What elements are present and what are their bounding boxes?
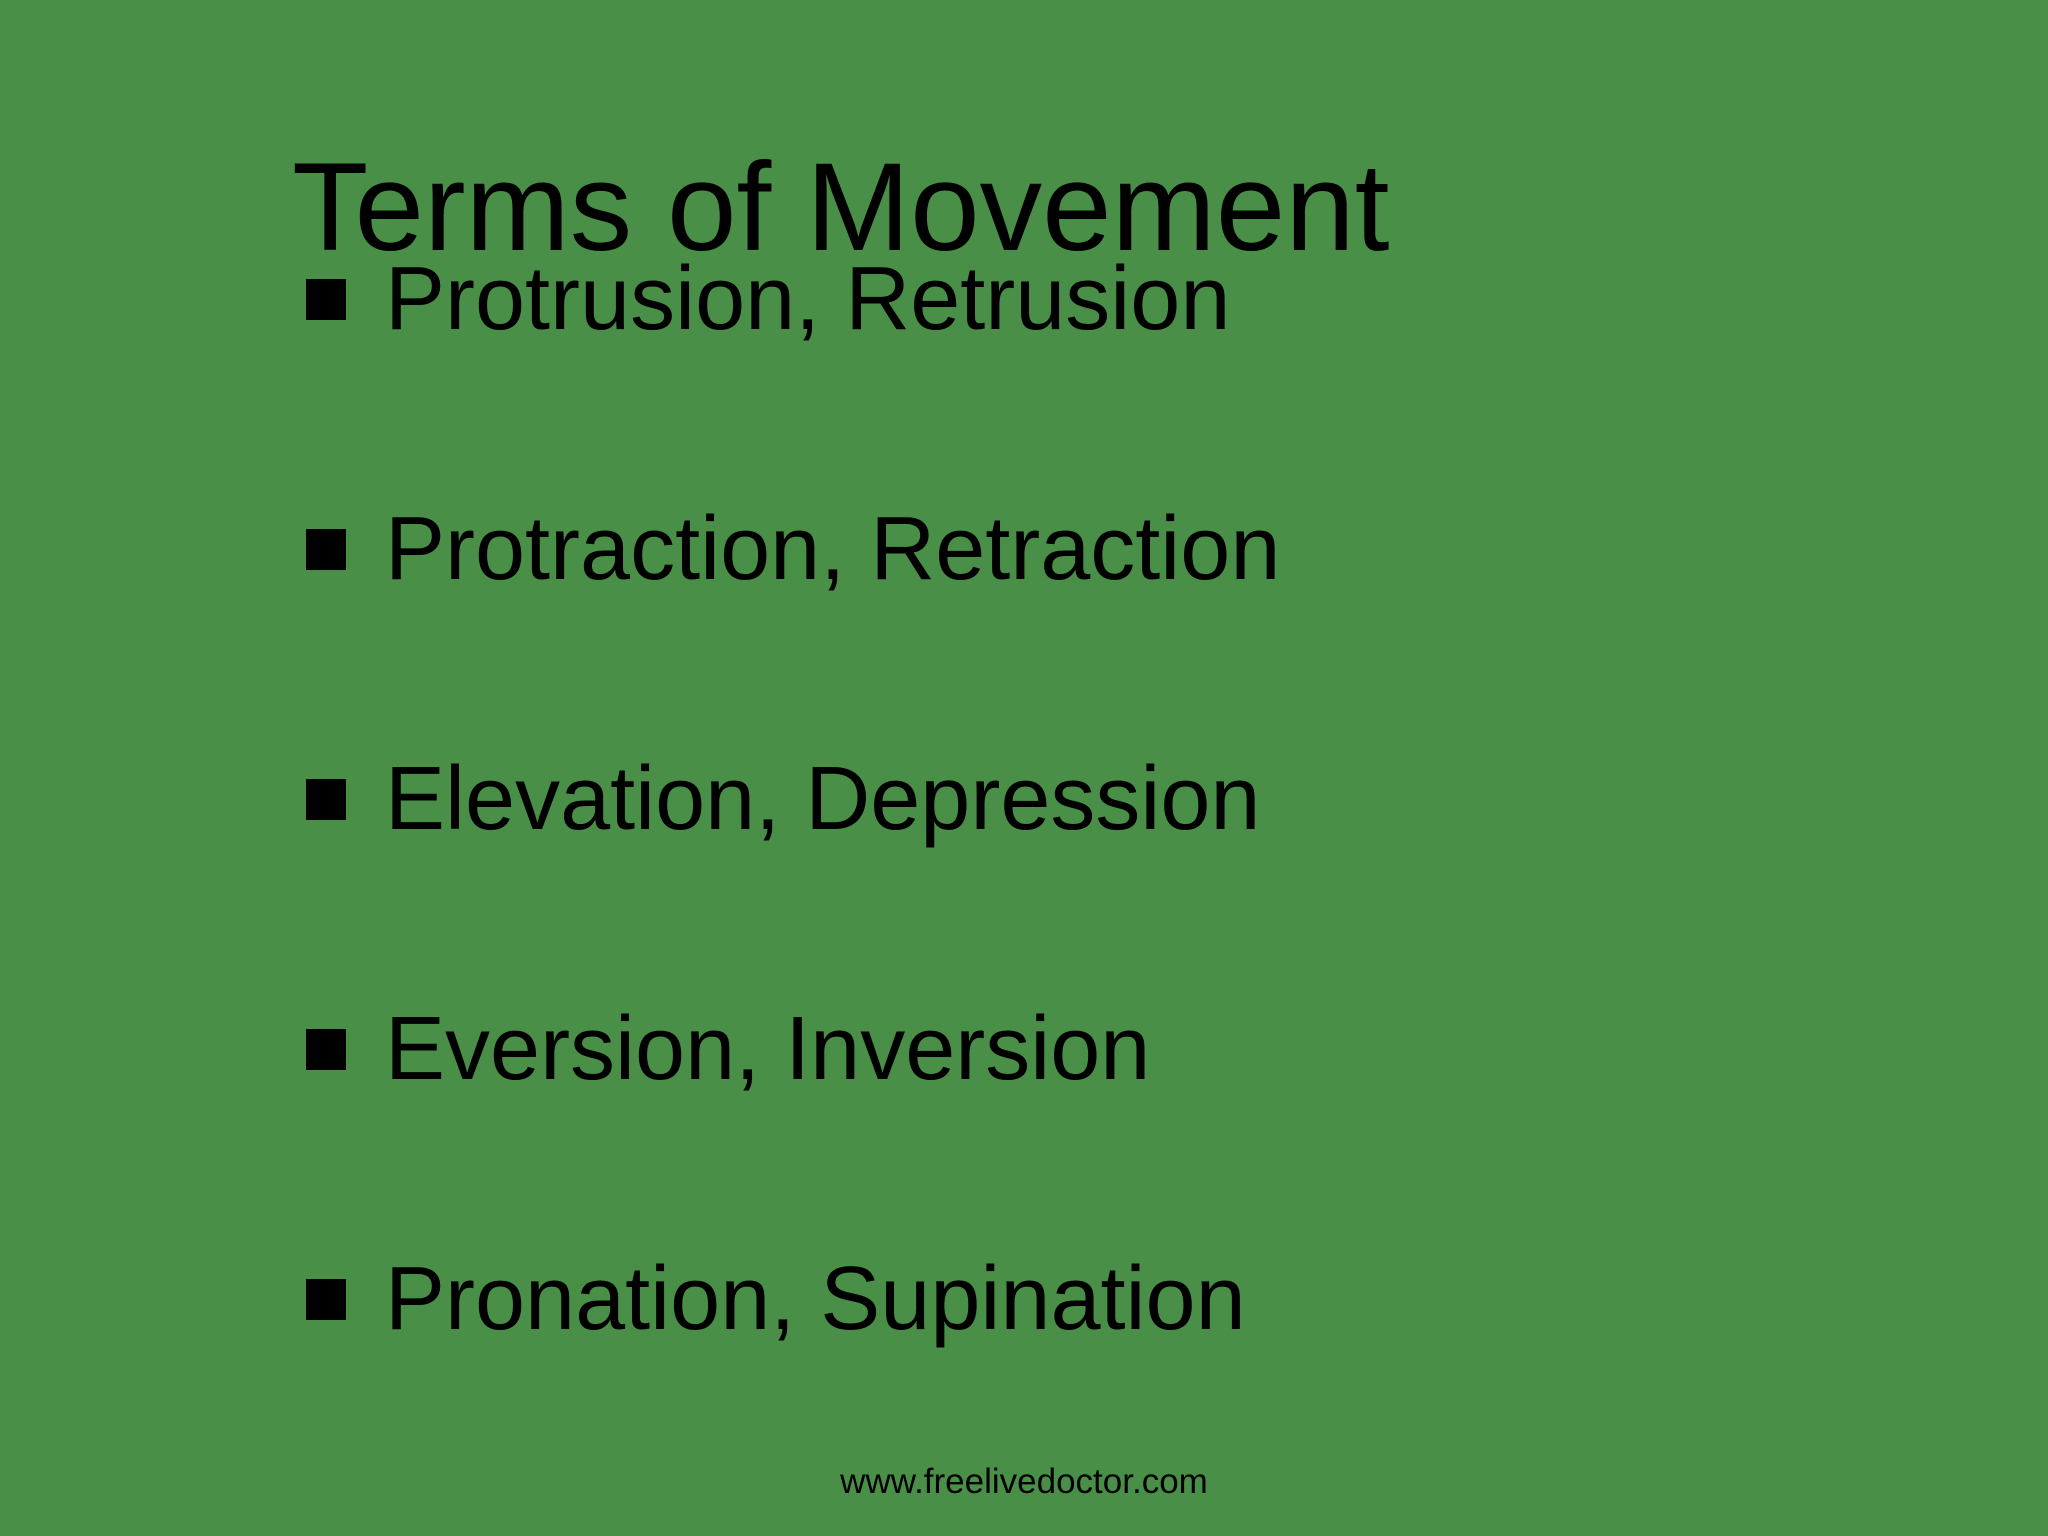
list-item: Protrusion, Retrusion [306,254,1230,344]
list-item: Elevation, Depression [306,754,1260,844]
square-bullet-icon [306,1279,346,1320]
slide-title: Terms of Movement [292,137,1390,277]
square-bullet-icon [306,779,346,820]
square-bullet-icon [306,529,346,570]
square-bullet-icon [306,1029,346,1070]
bullet-text: Eversion, Inversion [385,999,1151,1099]
bullet-text: Elevation, Depression [385,749,1261,849]
footer-url: www.freelivedoctor.com [840,1462,1208,1501]
list-item: Pronation, Supination [306,1254,1246,1344]
list-item: Protraction, Retraction [306,504,1280,594]
bullet-text: Pronation, Supination [385,1249,1246,1349]
bullet-text: Protraction, Retraction [385,499,1281,599]
bullet-text: Protrusion, Retrusion [385,249,1231,349]
list-item: Eversion, Inversion [306,1004,1150,1094]
square-bullet-icon [306,279,346,320]
